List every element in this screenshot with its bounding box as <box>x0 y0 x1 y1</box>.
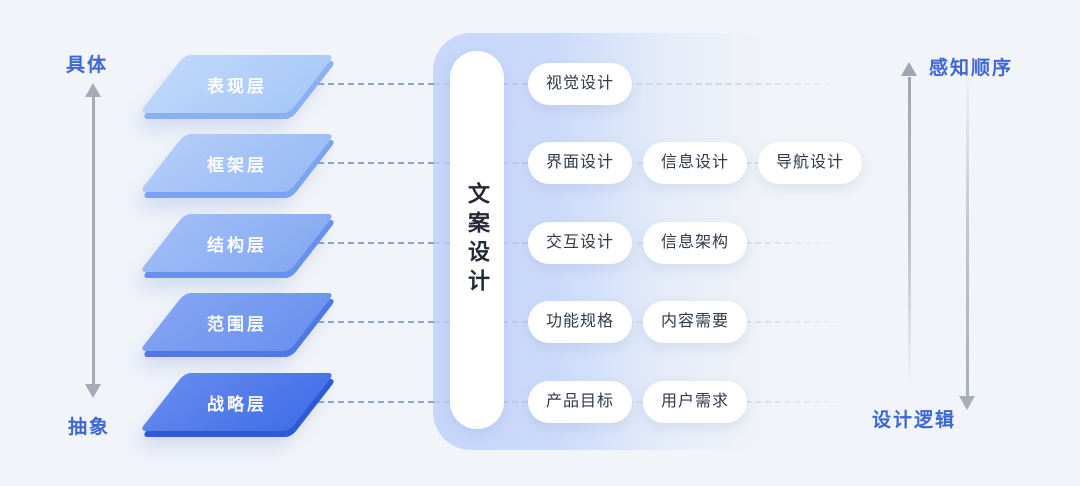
layer-label: 范围层 <box>207 314 267 334</box>
pill-information-architecture: 信息架构 <box>643 222 748 264</box>
pill-information-design: 信息设计 <box>643 142 748 184</box>
connector-line <box>318 401 434 403</box>
down-arrow-icon <box>85 384 101 398</box>
pill-interface-design: 界面设计 <box>528 142 633 184</box>
connector-line <box>318 162 434 164</box>
layer-plate-structure: 结构层 <box>139 214 337 278</box>
layer-plate-presentation: 表现层 <box>139 55 337 119</box>
layer-label: 结构层 <box>207 235 267 255</box>
layer-plate-strategy: 战略层 <box>139 373 337 437</box>
connector-line <box>528 83 850 85</box>
pill-row-strategy: 产品目标 用户需求 <box>528 381 748 423</box>
right-axis-top-label: 感知顺序 <box>929 58 1014 79</box>
connector-line <box>318 321 434 323</box>
pill-user-needs: 用户需求 <box>643 381 748 423</box>
right-axis-bottom-label: 设计逻辑 <box>872 410 957 431</box>
pill-navigation-design: 导航设计 <box>758 142 863 184</box>
up-arrow-icon <box>901 62 917 76</box>
left-axis-top-label: 具体 <box>66 55 109 76</box>
connector-line <box>318 242 434 244</box>
layer-plate-scope: 范围层 <box>139 293 337 357</box>
layer-label: 框架层 <box>207 155 267 175</box>
right-axis-up-arrow-shaft <box>908 77 911 385</box>
pill-interaction-design: 交互设计 <box>528 222 633 264</box>
pill-content-needs: 内容需要 <box>643 301 748 343</box>
connector-line <box>318 83 434 85</box>
pill-functional-specs: 功能规格 <box>528 301 633 343</box>
right-axis-down-arrow-shaft <box>966 70 969 396</box>
layer-plate-framework: 框架层 <box>139 134 337 198</box>
pill-row-presentation: 视觉设计 <box>528 63 633 105</box>
down-arrow-icon <box>959 396 975 410</box>
pill-row-scope: 功能规格 内容需要 <box>528 301 748 343</box>
center-title: 文案设计 <box>465 182 490 298</box>
layer-label: 战略层 <box>207 394 267 414</box>
center-title-bar: 文案设计 <box>450 51 504 429</box>
up-arrow-icon <box>85 83 101 97</box>
layer-label: 表现层 <box>207 76 267 96</box>
left-axis-arrow-shaft <box>92 96 95 385</box>
left-axis-bottom-label: 抽象 <box>68 417 111 438</box>
pill-product-goals: 产品目标 <box>528 381 633 423</box>
pill-visual-design: 视觉设计 <box>528 63 633 105</box>
pill-row-framework: 界面设计 信息设计 导航设计 <box>528 142 863 184</box>
pill-row-structure: 交互设计 信息架构 <box>528 222 748 264</box>
